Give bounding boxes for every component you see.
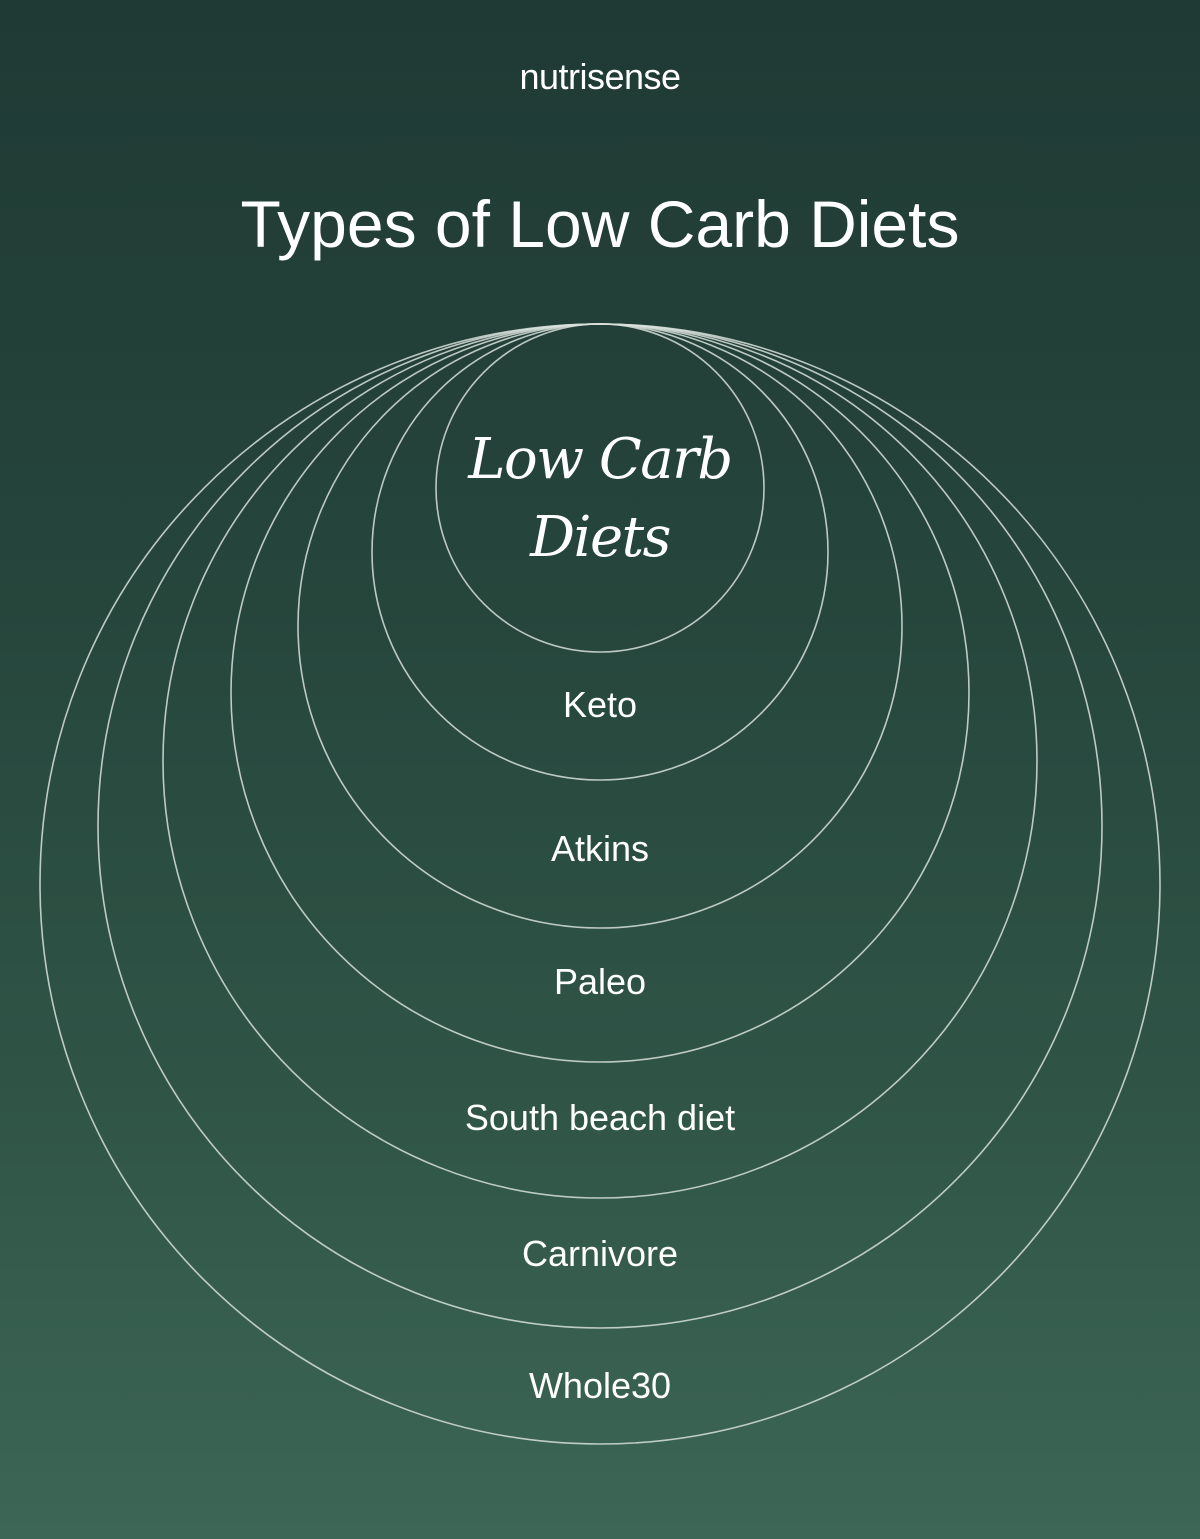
- page-title: Types of Low Carb Diets: [240, 187, 960, 261]
- ring-label-south-beach: South beach diet: [465, 1097, 735, 1138]
- brand-logo: nutrisense: [519, 56, 681, 97]
- ring-label-keto: Keto: [563, 684, 637, 725]
- core-label-line1: Low Carb: [467, 427, 732, 492]
- ring-label-atkins: Atkins: [551, 828, 649, 869]
- ring-label-paleo: Paleo: [554, 961, 646, 1002]
- ring-label-whole30: Whole30: [529, 1365, 671, 1406]
- ring-core: [435, 323, 765, 653]
- core-label-line2: Diets: [529, 505, 670, 570]
- ring-whole30: [39, 323, 1161, 1445]
- ring-label-carnivore: Carnivore: [522, 1233, 678, 1274]
